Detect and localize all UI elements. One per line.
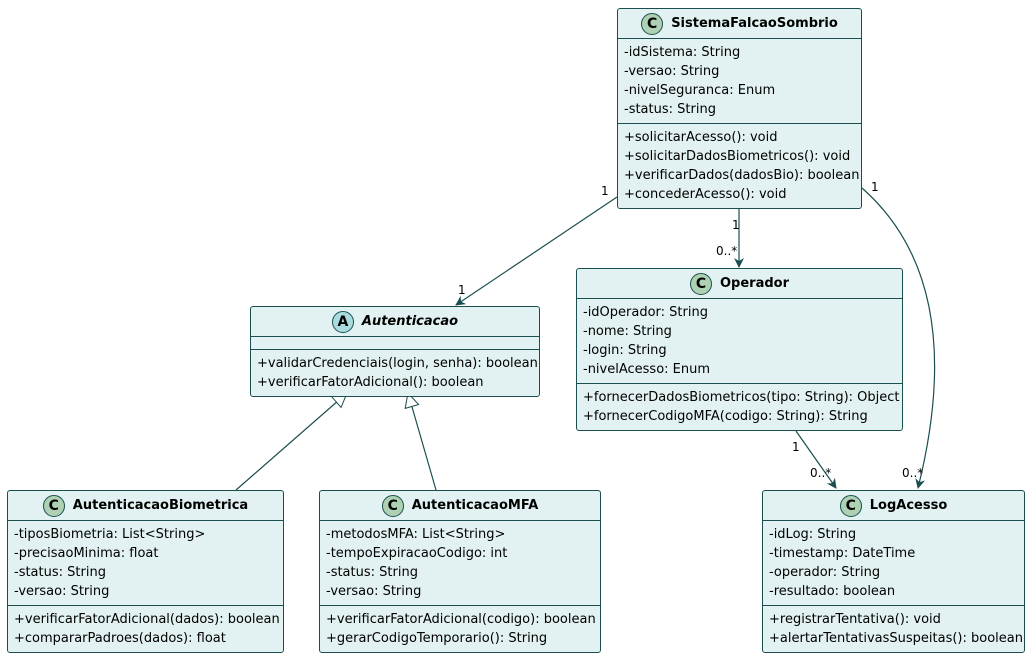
attribute: -tempoExpiracaoCodigo: int <box>326 546 508 561</box>
method: +solicitarDadosBiometricos(): void <box>624 149 851 164</box>
class-name: Autenticacao <box>361 314 459 329</box>
methods-section: +registrarTentativa(): void +alertarTent… <box>763 606 1024 652</box>
attributes-section: -idSistema: String -versao: String -nive… <box>618 39 861 124</box>
class-stereotype-icon: C <box>42 494 65 517</box>
edge-biometrica-autenticacao <box>235 393 347 491</box>
attribute: -status: String <box>624 102 716 117</box>
edge-operador-log <box>795 430 837 489</box>
attribute: -idOperador: String <box>583 305 708 320</box>
attribute: -nome: String <box>583 324 672 339</box>
mult-sistema-autenticacao-from: 1 <box>601 184 609 198</box>
class-autenticacao[interactable]: A Autenticacao +validarCredenciais(login… <box>250 306 540 397</box>
method: +concederAcesso(): void <box>624 187 787 202</box>
class-stereotype-icon: C <box>381 494 404 517</box>
attribute: -login: String <box>583 343 667 358</box>
class-name: SistemaFalcaoSombrio <box>671 16 838 31</box>
method: +fornecerDadosBiometricos(tipo: String):… <box>583 390 900 405</box>
edge-mfa-autenticacao <box>408 393 437 491</box>
attribute: -operador: String <box>769 565 881 580</box>
edge-sistema-log <box>861 187 936 489</box>
class-header: C LogAcesso <box>763 491 1024 521</box>
class-name: AutenticacaoMFA <box>411 498 539 513</box>
abstract-stereotype-icon: A <box>331 310 354 333</box>
mult-operador-log-to: 0..* <box>810 466 832 480</box>
attributes-section <box>251 337 539 350</box>
attributes-section: -metodosMFA: List<String> -tempoExpiraca… <box>320 521 600 606</box>
attribute: -versao: String <box>14 584 110 599</box>
class-header: C Operador <box>577 269 902 299</box>
class-autenticacao-biometrica[interactable]: C AutenticacaoBiometrica -tiposBiometria… <box>7 490 284 653</box>
mult-sistema-log-from: 1 <box>871 180 879 194</box>
mult-operador-log-from: 1 <box>792 440 800 454</box>
method: +alertarTentativasSuspeitas(): boolean <box>769 631 1023 646</box>
attributes-section: -idOperador: String -nome: String -login… <box>577 299 902 384</box>
method: +verificarFatorAdicional(codigo): boolea… <box>326 612 596 627</box>
class-stereotype-icon: C <box>689 272 712 295</box>
method: +verificarFatorAdicional(): boolean <box>257 375 484 390</box>
class-name: LogAcesso <box>869 498 948 513</box>
mult-sistema-operador-to: 0..* <box>716 244 738 258</box>
attribute: -status: String <box>326 565 418 580</box>
class-header: C AutenticacaoBiometrica <box>8 491 283 521</box>
edge-sistema-autenticacao <box>455 196 618 306</box>
attribute: -versao: String <box>326 584 422 599</box>
attribute: -resultado: boolean <box>769 584 896 599</box>
method: +fornecerCodigoMFA(codigo: String): Stri… <box>583 409 868 424</box>
attribute: -nivelAcesso: Enum <box>583 362 711 377</box>
method: +verificarFatorAdicional(dados): boolean <box>14 612 280 627</box>
methods-section: +fornecerDadosBiometricos(tipo: String):… <box>577 384 902 430</box>
mult-sistema-operador-from: 1 <box>732 218 740 232</box>
attribute: -precisaoMinima: float <box>14 546 159 561</box>
mult-sistema-autenticacao-to: 1 <box>458 283 466 297</box>
class-header: C AutenticacaoMFA <box>320 491 600 521</box>
class-operador[interactable]: C Operador -idOperador: String -nome: St… <box>576 268 903 431</box>
methods-section: +verificarFatorAdicional(codigo): boolea… <box>320 606 600 652</box>
class-log-acesso[interactable]: C LogAcesso -idLog: String -timestamp: D… <box>762 490 1025 653</box>
class-stereotype-icon: C <box>839 494 862 517</box>
attribute: -idLog: String <box>769 527 857 542</box>
class-stereotype-icon: C <box>641 12 664 35</box>
attributes-section: -idLog: String -timestamp: DateTime -ope… <box>763 521 1024 606</box>
class-header: C SistemaFalcaoSombrio <box>618 9 861 39</box>
method: +validarCredenciais(login, senha): boole… <box>257 356 538 371</box>
class-sistema-falcao-sombrio[interactable]: C SistemaFalcaoSombrio -idSistema: Strin… <box>617 8 862 209</box>
attribute: -nivelSeguranca: Enum <box>624 83 776 98</box>
method: +compararPadroes(dados): float <box>14 631 226 646</box>
methods-section: +verificarFatorAdicional(dados): boolean… <box>8 606 283 652</box>
methods-section: +solicitarAcesso(): void +solicitarDados… <box>618 124 861 208</box>
attribute: -timestamp: DateTime <box>769 546 916 561</box>
class-name: Operador <box>719 276 789 291</box>
class-autenticacao-mfa[interactable]: C AutenticacaoMFA -metodosMFA: List<Stri… <box>319 490 601 653</box>
class-header: A Autenticacao <box>251 307 539 337</box>
method: +gerarCodigoTemporario(): String <box>326 631 548 646</box>
attributes-section: -tiposBiometria: List<String> -precisaoM… <box>8 521 283 606</box>
class-name: AutenticacaoBiometrica <box>72 498 249 513</box>
method: +registrarTentativa(): void <box>769 612 941 627</box>
method: +solicitarAcesso(): void <box>624 130 778 145</box>
method: +verificarDados(dadosBio): boolean <box>624 168 860 183</box>
attribute: -versao: String <box>624 64 720 79</box>
attribute: -status: String <box>14 565 106 580</box>
attribute: -idSistema: String <box>624 45 741 60</box>
attribute: -metodosMFA: List<String> <box>326 527 506 542</box>
mult-sistema-log-to: 0..* <box>902 466 924 480</box>
attribute: -tiposBiometria: List<String> <box>14 527 206 542</box>
methods-section: +validarCredenciais(login, senha): boole… <box>251 350 539 396</box>
